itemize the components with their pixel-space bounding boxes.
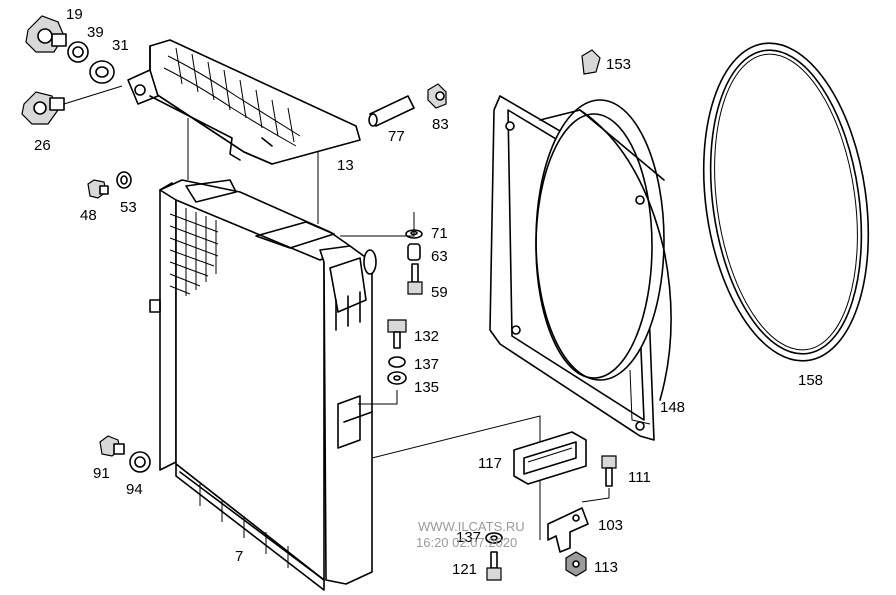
callout-71: 71	[431, 225, 448, 242]
hose-77-part[interactable]	[368, 95, 415, 127]
leader-lower-assembly	[371, 415, 541, 540]
seal-39-part[interactable]	[67, 41, 89, 63]
nut-113-part[interactable]	[565, 551, 587, 577]
plug-91-part[interactable]	[99, 435, 125, 457]
seal-31-part[interactable]	[89, 60, 115, 84]
bolt-132-part[interactable]	[387, 319, 407, 349]
callout-132: 132	[414, 328, 439, 345]
seal-53-part[interactable]	[116, 171, 132, 189]
callout-83: 83	[432, 116, 449, 133]
spacer-63-part[interactable]	[407, 243, 421, 261]
callout-148: 148	[660, 399, 685, 416]
bolt-111-part[interactable]	[601, 455, 617, 487]
leader-tank-mount	[187, 118, 319, 224]
callout-137-upper: 137	[414, 356, 439, 373]
callout-111: 111	[628, 469, 651, 486]
leader-bolt-stack	[340, 212, 415, 237]
fan-shroud-part[interactable]	[489, 95, 672, 441]
cap-26-part[interactable]	[21, 85, 123, 125]
watermark-timestamp: 16:20 02.07.2020	[416, 535, 517, 550]
seal-ring-part[interactable]	[685, 32, 888, 371]
radiator-part[interactable]	[149, 179, 377, 591]
clip-153-part[interactable]	[581, 49, 601, 75]
expansion-tank-part[interactable]	[127, 39, 361, 165]
callout-113: 113	[594, 559, 618, 576]
callout-117: 117	[478, 455, 502, 472]
callout-26: 26	[34, 137, 51, 154]
callout-94: 94	[126, 481, 143, 498]
cap-19-part[interactable]	[25, 15, 67, 53]
callout-153: 153	[606, 56, 631, 73]
callout-137-lower: 137	[456, 529, 481, 546]
callout-121: 121	[452, 561, 477, 578]
callout-63: 63	[431, 248, 448, 265]
washer-137b-part[interactable]	[485, 532, 503, 544]
watermark-site: WWW.ILCATS.RU	[418, 519, 525, 534]
washer-135-part[interactable]	[387, 371, 407, 385]
bolt-121-part[interactable]	[486, 551, 502, 581]
callout-39: 39	[87, 24, 104, 41]
callout-13: 13	[337, 157, 354, 174]
rubber-mount-117-part[interactable]	[513, 431, 587, 485]
callout-91: 91	[93, 465, 110, 482]
callout-53: 53	[120, 199, 137, 216]
leader-bolt-111	[581, 488, 610, 503]
callout-103: 103	[598, 517, 623, 534]
callout-7: 7	[235, 548, 243, 565]
callout-31: 31	[112, 37, 129, 54]
leader-center	[358, 390, 398, 405]
callout-59: 59	[431, 284, 448, 301]
washer-137-part[interactable]	[388, 356, 406, 368]
callout-19: 19	[66, 6, 83, 23]
bolt-59-part[interactable]	[407, 263, 423, 295]
callout-77: 77	[388, 128, 405, 145]
plug-48-part[interactable]	[87, 179, 109, 199]
callout-135: 135	[414, 379, 439, 396]
bracket-103-part[interactable]	[547, 507, 589, 553]
seal-94-part[interactable]	[129, 451, 151, 473]
clamp-83-part[interactable]	[427, 83, 447, 109]
callout-48: 48	[80, 207, 97, 224]
callout-158: 158	[798, 372, 823, 389]
callout-labels: 19 39 31 26 77 83 13 48 53 71 63 59 132 …	[34, 6, 823, 578]
